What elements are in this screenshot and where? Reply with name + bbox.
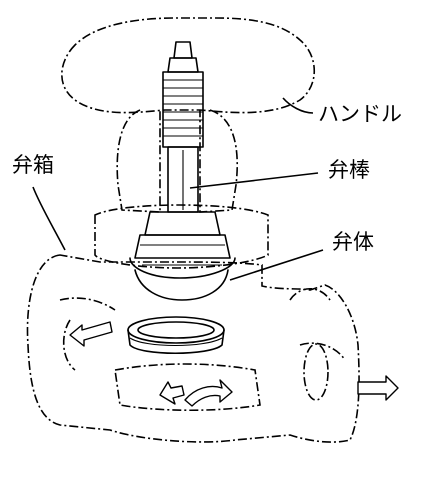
- label-valve-body: 弁体: [332, 230, 374, 254]
- valve-seat: [127, 316, 225, 354]
- flow-arrow-bottom-left: [159, 381, 185, 405]
- flow-arrows: [69, 321, 399, 407]
- bonnet-flange: [94, 204, 269, 269]
- flow-arrow-left: [69, 321, 113, 347]
- pipe-ends: [289, 287, 331, 401]
- leader-valve-box: [32, 186, 66, 251]
- label-valve-box: 弁箱: [12, 153, 54, 177]
- bonnet-outline: [116, 109, 239, 213]
- flow-arrow-inlet: [357, 375, 399, 401]
- leader-valve-body: [229, 249, 324, 281]
- label-valve-stem: 弁棒: [328, 158, 370, 182]
- leader-handle: [282, 97, 314, 114]
- leader-valve-stem: [189, 172, 319, 189]
- valve-disc: [129, 211, 236, 301]
- label-handle: ハンドル: [318, 102, 402, 126]
- handle-outline: [61, 17, 315, 114]
- flow-arrow-bottom-right: [184, 379, 233, 407]
- valve-box-outline: [26, 254, 360, 443]
- leader-lines: [32, 97, 324, 281]
